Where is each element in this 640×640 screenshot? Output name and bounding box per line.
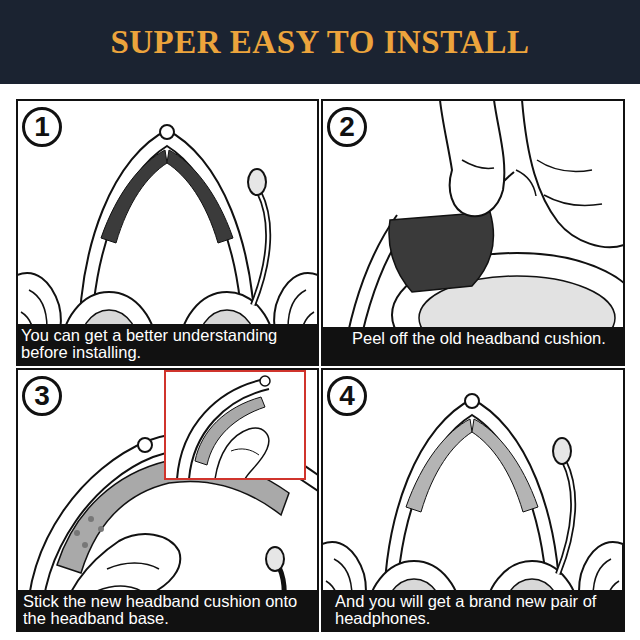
hand bbox=[516, 170, 536, 196]
hand bbox=[215, 428, 269, 479]
caption-text: Stick the new headband cushion onto the … bbox=[23, 593, 312, 628]
caption-bar: Stick the new headband cushion onto the … bbox=[17, 590, 318, 631]
old-cushion bbox=[389, 212, 493, 292]
panel-frame bbox=[17, 100, 624, 631]
step-number-text: 3 bbox=[34, 382, 50, 410]
step-number: 4 bbox=[327, 376, 367, 416]
step-number: 1 bbox=[22, 107, 62, 147]
hand bbox=[440, 100, 504, 216]
hinge bbox=[160, 125, 174, 139]
hand bbox=[522, 100, 624, 247]
hand bbox=[107, 563, 159, 569]
step-number-text: 1 bbox=[34, 113, 50, 141]
inset-frame bbox=[165, 371, 305, 479]
panel-frame bbox=[17, 100, 318, 365]
caption-text: You can get a better understanding befor… bbox=[21, 327, 312, 362]
title-band bbox=[0, 0, 640, 84]
hand bbox=[544, 195, 602, 206]
caption-text: Peel off the old headband cushion. bbox=[352, 330, 618, 347]
step-number: 3 bbox=[22, 376, 62, 416]
headset-drawing bbox=[17, 130, 318, 365]
hinge bbox=[465, 394, 479, 408]
cushion-dot bbox=[98, 526, 104, 532]
cushion-dot bbox=[88, 516, 94, 522]
hinge bbox=[260, 376, 270, 386]
inset-detail bbox=[177, 376, 270, 479]
cushion-dot bbox=[82, 542, 88, 548]
step-number-text: 2 bbox=[339, 113, 355, 141]
panel-frame bbox=[322, 369, 624, 631]
cushion-dot bbox=[74, 530, 80, 536]
hand bbox=[231, 449, 259, 455]
hand bbox=[462, 160, 494, 169]
new-cushion bbox=[472, 419, 538, 512]
headset-front-view bbox=[322, 394, 623, 631]
panel-frame bbox=[17, 369, 318, 631]
inset-detail bbox=[189, 389, 269, 479]
step-number: 2 bbox=[327, 107, 367, 147]
page-title: SUPER EASY TO INSTALL bbox=[0, 0, 640, 84]
mic-boom bbox=[266, 547, 284, 571]
inset-frame bbox=[165, 371, 305, 479]
headset-front-view bbox=[17, 125, 318, 365]
panel-frame bbox=[322, 100, 624, 365]
inset-detail bbox=[165, 371, 305, 479]
headset-drawing bbox=[322, 399, 623, 631]
old-cushion bbox=[167, 150, 233, 243]
step-number-text: 4 bbox=[339, 382, 355, 410]
new-cushion bbox=[406, 419, 472, 512]
caption-bar: You can get a better understanding befor… bbox=[17, 324, 318, 365]
peeling-view bbox=[342, 100, 624, 365]
old-cushion bbox=[101, 150, 167, 243]
caption-bar: Peel off the old headband cushion. bbox=[322, 327, 624, 365]
caption-bar: And you will get a brand new pair of hea… bbox=[322, 590, 624, 631]
caption-text: And you will get a brand new pair of hea… bbox=[335, 593, 618, 628]
hinge bbox=[138, 438, 152, 452]
hand bbox=[537, 160, 592, 172]
